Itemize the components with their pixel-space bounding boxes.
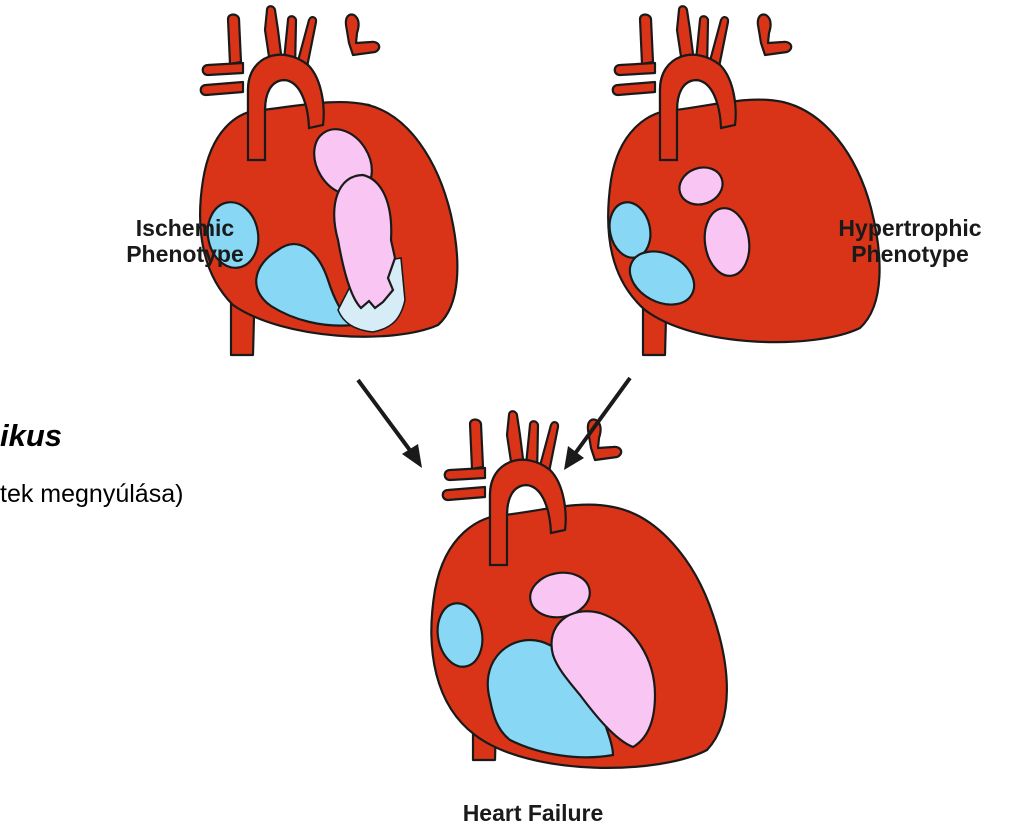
hypertrophic-heart: [605, 6, 880, 355]
failure-heart: [431, 411, 726, 768]
hypertrophic-phenotype-label: Hypertrophic Phenotype: [810, 215, 1010, 267]
hypertrophic-label-line2: Phenotype: [810, 241, 1010, 267]
ischemic-phenotype-label: Ischemic Phenotype: [85, 215, 285, 267]
slide-heading-fragment: ikus: [0, 418, 62, 454]
ischemic-label-line1: Ischemic: [85, 215, 285, 241]
arrow-ischemic-to-failure: [358, 380, 422, 468]
heart-failure-label: Heart Failure: [413, 800, 653, 826]
hypertrophic-label-line1: Hypertrophic: [810, 215, 1010, 241]
ischemic-label-line2: Phenotype: [85, 241, 285, 267]
ischemic-heart: [200, 6, 457, 355]
slide-body-fragment: tek megnyúlása): [0, 480, 183, 509]
